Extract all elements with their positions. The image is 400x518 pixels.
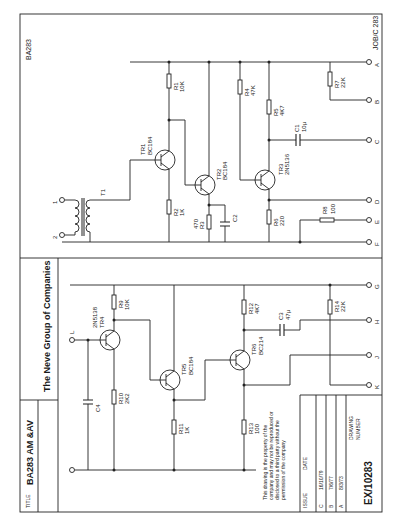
note: This drawing is the property of the comp… — [262, 410, 286, 500]
pin-number: 1 — [52, 201, 58, 204]
component-label: C2 — [232, 214, 238, 222]
issue-date: 8/3/73 — [339, 476, 344, 490]
component-label: R3 — [199, 221, 205, 229]
job-ref: JOB/C 283 — [372, 16, 379, 50]
component-value: BC184 — [147, 137, 153, 155]
terminal-letter: H — [374, 320, 380, 324]
component-value: 220 — [279, 216, 285, 226]
company-name: The Neve Group of Companies — [43, 260, 52, 392]
terminal-letter: A — [374, 63, 380, 67]
component-value: 4K7 — [254, 303, 260, 314]
field-label: ISSUE — [303, 493, 308, 508]
issue-letter: C — [319, 504, 324, 508]
component-label: TR1 — [140, 144, 146, 155]
component-value: 100 — [254, 424, 260, 434]
component-value: 1K — [179, 209, 185, 216]
drawing-number: EX/10283 — [364, 461, 374, 505]
component-label: TR4 — [99, 317, 105, 328]
component-value: BC184 — [222, 162, 228, 180]
component-value: 2N5136 — [284, 154, 290, 175]
terminal — [60, 60, 372, 473]
component-value: BC214 — [258, 337, 264, 355]
terminal-letter: L — [69, 331, 75, 334]
terminal-letter: G — [374, 284, 380, 289]
terminal-letter: C — [374, 140, 380, 144]
component-value: 2N5138 — [92, 307, 98, 328]
component-value: 2K2 — [124, 393, 130, 404]
field-label: DRAWING — [349, 416, 354, 440]
component-value: 470 — [193, 219, 199, 229]
junction-dot — [87, 61, 332, 472]
field-label: DATE — [303, 457, 308, 470]
component-value: 47K — [250, 85, 256, 96]
field-label: TITLE — [26, 494, 31, 508]
component-value: 22K — [340, 301, 346, 312]
transformer-core — [82, 198, 84, 236]
component-value: 10K — [179, 81, 185, 92]
issue-letter: A — [339, 505, 344, 508]
component-label: C4 — [95, 404, 101, 412]
component-label: T1 — [100, 189, 106, 196]
sheet-ref: BA283 — [25, 39, 32, 60]
component-value: 4K7 — [279, 105, 285, 116]
issue-date: 7/6/77 — [329, 476, 334, 490]
capacitor-symbol — [83, 134, 300, 404]
component-value: BC184 — [188, 357, 194, 375]
issue-date: 16/10/79 — [319, 471, 324, 490]
terminal-letter: J — [374, 356, 380, 359]
component-label: C1 — [294, 124, 300, 132]
terminal-letter: B — [374, 100, 380, 104]
frame — [20, 14, 382, 512]
component-label: R8 — [322, 206, 328, 214]
component-value: 1K — [184, 427, 190, 434]
drawing-title: BA283 AM &AV — [26, 420, 35, 485]
wires — [62, 62, 367, 470]
component-value: 100 — [330, 204, 336, 214]
terminal-letter: K — [374, 385, 380, 389]
terminal-letter: F — [374, 242, 380, 246]
terminal-letter: D — [374, 200, 380, 204]
component-label: TR6 — [251, 344, 257, 355]
component-value: 47µ — [285, 310, 291, 320]
transistor-symbol — [100, 150, 275, 390]
terminal-letter: E — [374, 220, 380, 224]
component-value: 10K — [124, 299, 130, 310]
component-label: C3 — [278, 312, 284, 320]
pin-number: 2 — [52, 236, 58, 239]
component-value: 10µ — [301, 122, 307, 132]
issue-letter: B — [329, 505, 334, 508]
component-label: TR5 — [181, 364, 187, 375]
component-value: 22K — [340, 77, 346, 88]
field-label: NUMBER — [356, 418, 361, 440]
resistor-symbol — [112, 72, 334, 434]
